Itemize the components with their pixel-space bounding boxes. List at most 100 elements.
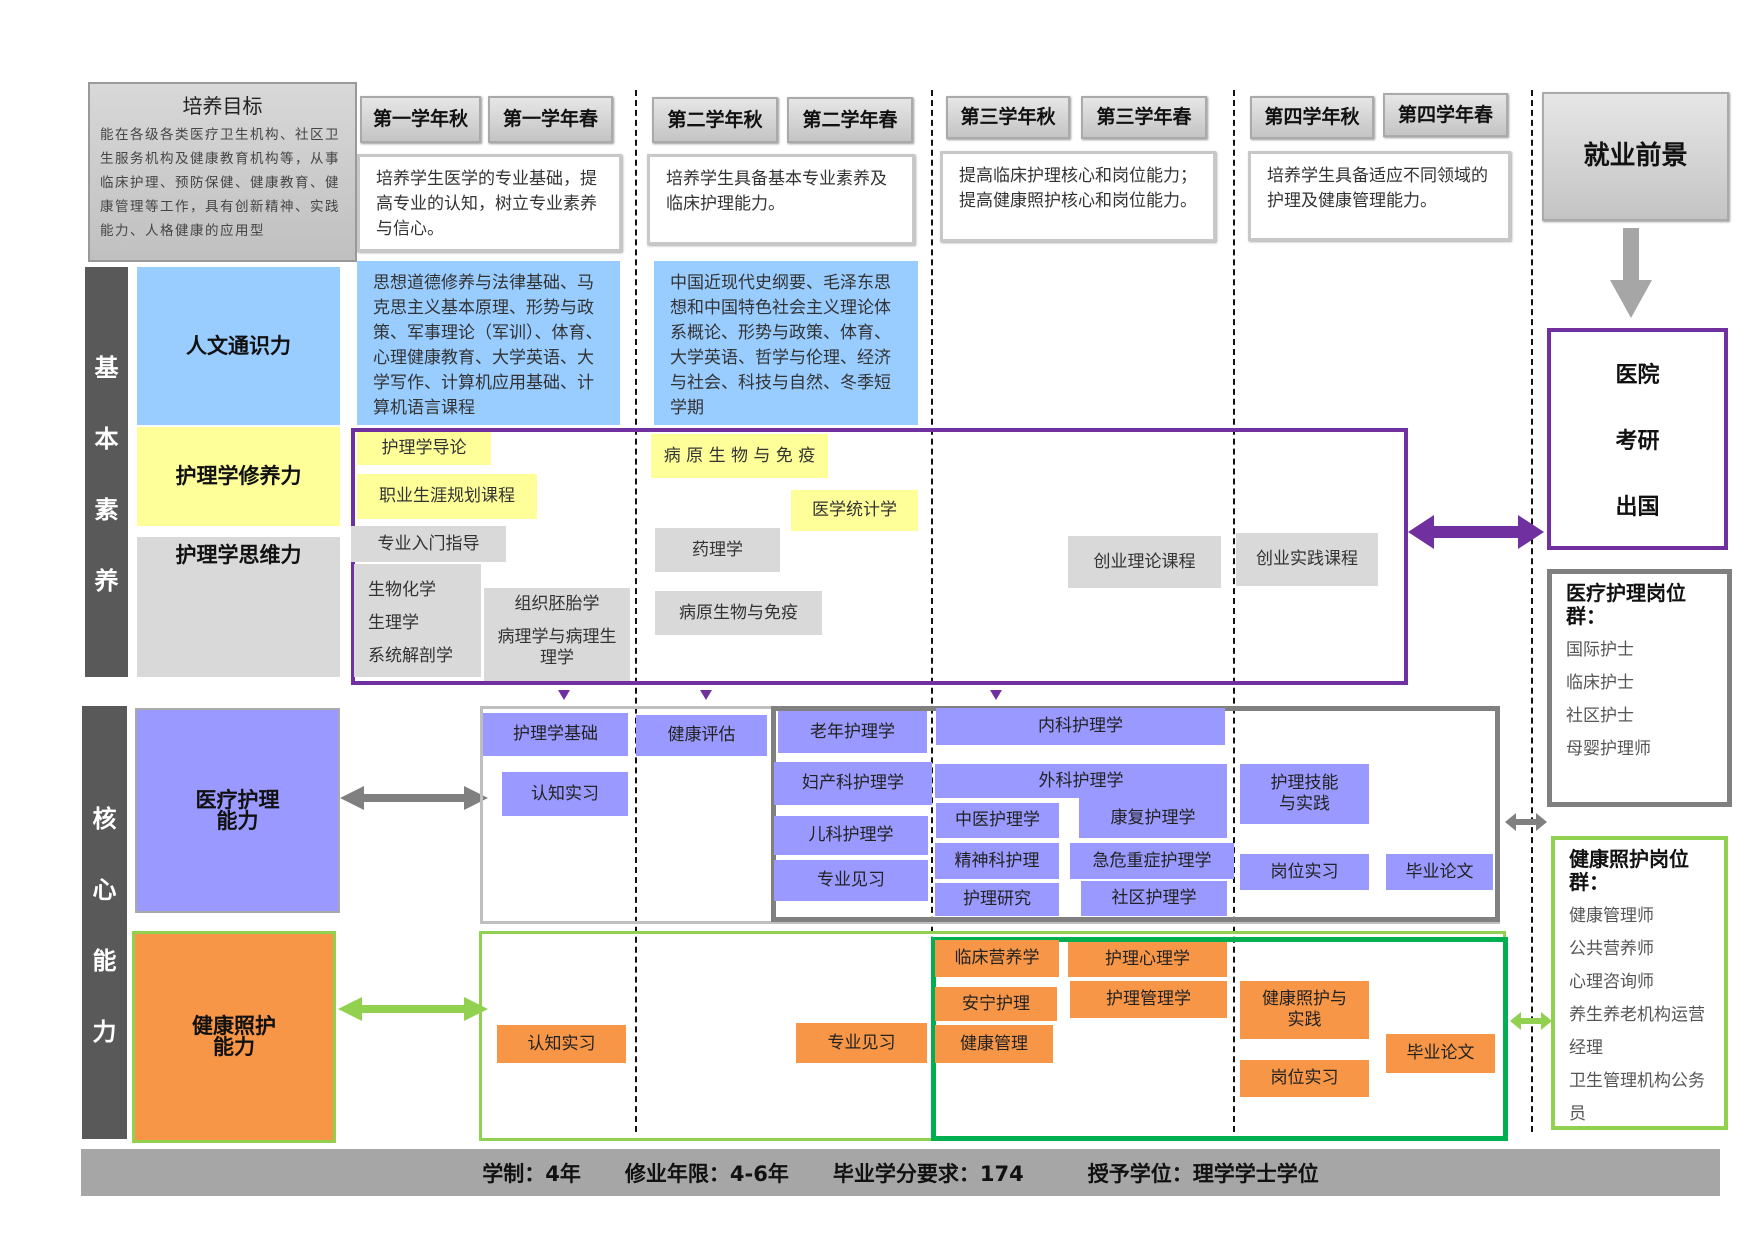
course: 专业见习 <box>796 1023 927 1063</box>
program-duration: 学制：4年 <box>482 1161 581 1186</box>
course: 生理学 <box>368 613 419 633</box>
course: 医学统计学 <box>791 490 918 531</box>
course: 急危重症护理学 <box>1070 843 1234 879</box>
course: 精神科护理 <box>935 843 1059 879</box>
program-info-bar: 学制：4年 修业年限：4-6年 毕业学分要求：174 授予学位：理学学士学位 <box>81 1149 1720 1196</box>
term-header: 第三学年春 <box>1081 96 1207 139</box>
course: 生物化学 <box>368 580 436 600</box>
training-goal-box: 培养目标 能在各级各类医疗卫生机构、社区卫生服务机构及健康教育机构等，从事临床护… <box>88 82 357 262</box>
basic-quality-label: 基本素养 <box>85 267 128 677</box>
year-goal: 培养学生具备适应不同领域的护理及健康管理能力。 <box>1248 151 1511 241</box>
humanities-courses-year1: 思想道德修养与法律基础、马克思主义基本原理、形势与政策、军事理论（军训）、体育、… <box>357 261 620 425</box>
course: 健康管理 <box>935 1025 1053 1063</box>
course-group: 组织胚胎学 病理学与病理生理学 <box>484 588 630 681</box>
year-divider <box>1531 90 1533 1132</box>
course: 毕业论文 <box>1386 1034 1495 1073</box>
path-abroad: 出国 <box>1615 495 1660 520</box>
course: 护理研究 <box>935 883 1059 916</box>
arrow-down-icon <box>990 690 1002 700</box>
employment-title: 就业前景 <box>1542 92 1729 221</box>
year-goal: 培养学生具备基本专业素养及临床护理能力。 <box>647 154 915 245</box>
course: 外科护理学 <box>935 764 1227 798</box>
course: 认知实习 <box>502 772 628 816</box>
course: 儿科护理学 <box>774 816 928 855</box>
course: 社区护理学 <box>1081 881 1227 916</box>
course: 护理管理学 <box>1070 981 1227 1018</box>
training-goal-title: 培养目标 <box>182 94 263 118</box>
course: 专业入门指导 <box>351 526 506 562</box>
term-header: 第二学年春 <box>787 97 913 143</box>
job-item: 临床护士 <box>1566 673 1634 693</box>
term-header: 第四学年春 <box>1383 93 1508 137</box>
course: 创业理论课程 <box>1068 536 1221 588</box>
course: 临床营养学 <box>935 940 1059 977</box>
job-item: 社区护士 <box>1566 706 1634 726</box>
course: 专业见习 <box>774 860 928 901</box>
course: 病理学与病理生理学 <box>497 627 617 668</box>
health-jobs-box: 健康照护岗位群： 健康管理师 公共营养师 心理咨询师 养生养老机构运营经理 卫生… <box>1551 836 1728 1130</box>
job-item: 母婴护理师 <box>1566 739 1651 759</box>
course: 毕业论文 <box>1386 854 1493 890</box>
course: 组织胚胎学 <box>514 594 600 614</box>
job-item: 公共营养师 <box>1569 939 1654 959</box>
course: 岗位实习 <box>1240 1060 1369 1097</box>
study-years: 修业年限：4-6年 <box>624 1161 789 1186</box>
double-arrow-icon <box>1408 515 1544 549</box>
label-char: 心 <box>92 875 117 904</box>
course: 中医护理学 <box>936 803 1059 838</box>
medical-jobs-box: 医疗护理岗位群： 国际护士 临床护士 社区护士 母婴护理师 <box>1547 569 1732 807</box>
green-double-arrow-icon <box>338 997 488 1021</box>
health-courses-inner-frame <box>931 937 1508 1141</box>
label-char: 素 <box>94 496 119 524</box>
course-group: 生物化学 生理学 系统解剖学 <box>354 564 481 677</box>
gray-double-arrow-icon <box>340 786 488 810</box>
job-item: 养生养老机构运营经理 <box>1569 1005 1705 1058</box>
category-health-care: 健康照护能力 <box>132 931 336 1143</box>
term-header: 第一学年春 <box>488 96 613 143</box>
year-divider <box>1233 90 1235 1132</box>
course: 护理学导论 <box>357 432 491 465</box>
course: 岗位实习 <box>1240 854 1369 890</box>
course: 系统解剖学 <box>368 646 453 666</box>
course: 创业实践课程 <box>1236 533 1378 586</box>
course: 康复护理学 <box>1079 798 1227 838</box>
year-divider <box>931 90 933 1132</box>
label-char: 核 <box>92 804 117 833</box>
category-humanities: 人文通识力 <box>137 267 340 425</box>
down-arrow-icon <box>1610 228 1652 318</box>
green-small-double-arrow-icon <box>1510 1012 1552 1030</box>
path-hospital: 医院 <box>1615 363 1660 388</box>
path-graduate: 考研 <box>1615 429 1660 454</box>
category-thinking: 护理学思维力 <box>137 537 340 677</box>
course: 病原生物与免疫 <box>655 591 822 635</box>
course: 认知实习 <box>497 1025 626 1063</box>
course: 妇产科护理学 <box>774 762 932 805</box>
year-goal: 提高临床护理核心和岗位能力；提高健康照护核心和岗位能力。 <box>940 151 1216 242</box>
course: 内科护理学 <box>936 708 1225 745</box>
course: 健康评估 <box>636 715 767 756</box>
course: 药理学 <box>655 528 780 572</box>
degree-awarded: 授予学位：理学学士学位 <box>1087 1161 1319 1186</box>
job-item: 健康管理师 <box>1569 906 1654 926</box>
label-char: 本 <box>94 425 119 453</box>
course: 安宁护理 <box>935 987 1057 1021</box>
term-header: 第三学年秋 <box>946 96 1070 139</box>
term-header: 第二学年秋 <box>652 97 778 143</box>
label-char: 养 <box>94 567 119 595</box>
gray-small-double-arrow-icon <box>1505 813 1547 831</box>
core-ability-label: 核心能力 <box>82 706 127 1139</box>
term-header: 第四学年秋 <box>1250 96 1374 139</box>
course: 职业生涯规划课程 <box>357 474 537 519</box>
medical-jobs-title: 医疗护理岗位群： <box>1566 581 1686 628</box>
humanities-courses-year2: 中国近现代史纲要、毛泽东思想和中国特色社会主义理论体系概论、形势与政策、体育、大… <box>654 261 918 425</box>
course: 老年护理学 <box>778 711 927 753</box>
required-credits: 毕业学分要求：174 <box>832 1161 1024 1186</box>
year-goal: 培养学生医学的专业基础，提高专业的认知，树立专业素养与信心。 <box>357 154 622 252</box>
course: 健康照护与实践 <box>1240 981 1369 1039</box>
category-cultivation: 护理学修养力 <box>137 427 340 526</box>
year-divider <box>635 90 637 1132</box>
course: 护理学基础 <box>483 713 628 756</box>
term-header: 第一学年秋 <box>360 96 481 143</box>
course: 护理技能与实践 <box>1240 764 1369 824</box>
label-char: 力 <box>92 1017 117 1046</box>
